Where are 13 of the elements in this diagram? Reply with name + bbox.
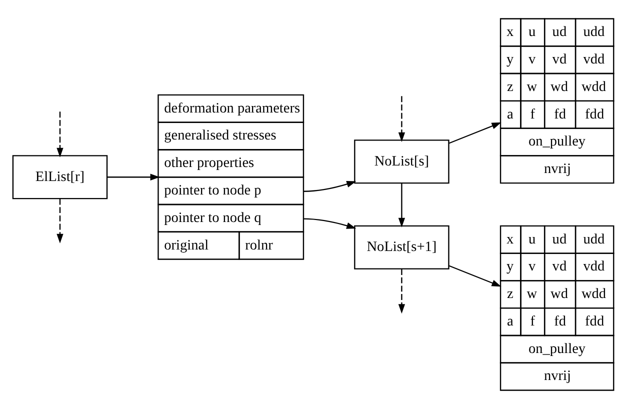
node-box: ElList[r] [12, 154, 108, 199]
arrow [398, 182, 406, 227]
arrow [56, 111, 64, 157]
arrow [56, 198, 64, 243]
arrow [303, 218, 356, 228]
node-box: NoList[s+1] [354, 224, 450, 269]
arrow [107, 173, 160, 180]
arrow [448, 122, 502, 144]
arrow [303, 180, 356, 192]
arrow [398, 268, 406, 314]
arrow [398, 96, 406, 142]
node-box: NoList[s] [354, 139, 450, 184]
arrow [448, 264, 502, 286]
